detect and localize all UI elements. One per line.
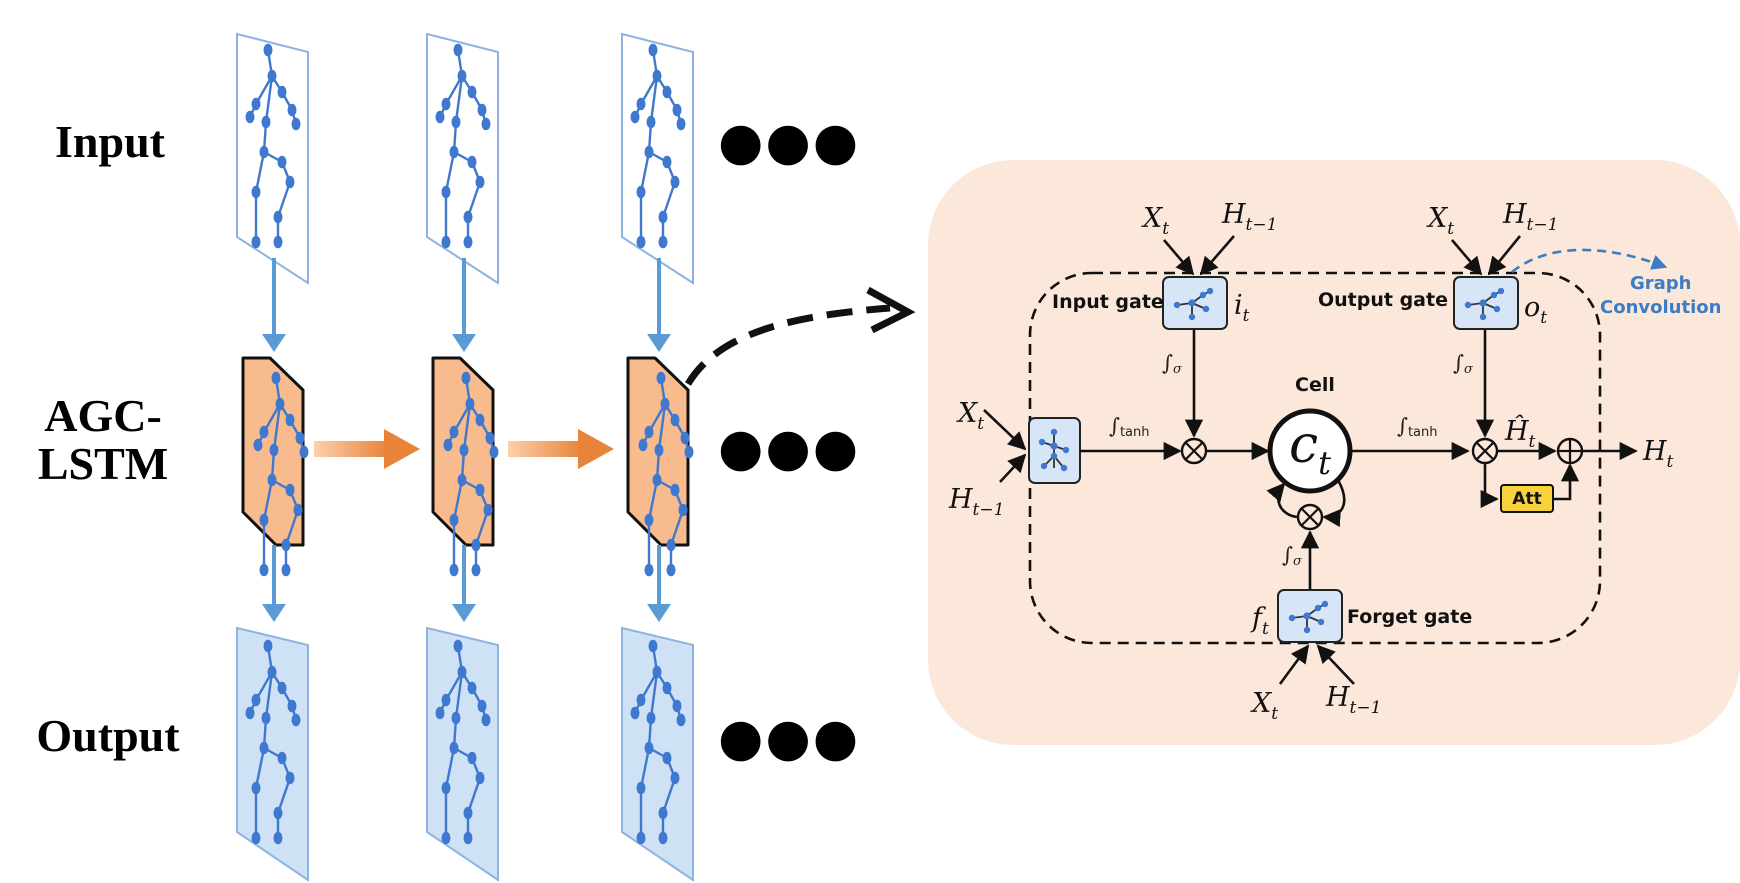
graph-convolution-label: Graph Convolution — [1600, 272, 1721, 321]
xt-to-output-gate — [1451, 239, 1483, 276]
recurrent-arrowhead-1 — [384, 429, 420, 469]
row-label-lstm-line: LSTM — [37, 438, 169, 490]
row-label-output: Output — [36, 710, 180, 761]
forget-multiply-cross-b — [1301, 508, 1319, 526]
output-multiply-cross-b — [1476, 442, 1494, 460]
xt-to-input-gate — [1163, 239, 1195, 276]
recurrent-arrow-shaft-2 — [508, 441, 582, 457]
ft-symbol: ft — [1252, 603, 1269, 639]
column-2 — [426, 32, 499, 882]
hprev-to-input-gate — [1199, 235, 1235, 276]
arrowhead-input-to-cell-2 — [452, 334, 476, 352]
graph-convolution-line2: Convolution — [1600, 297, 1722, 319]
forget-gate-label: Forget gate — [1347, 606, 1473, 628]
arrowhead-cell-to-output-3 — [647, 604, 671, 622]
input-frame-3 — [621, 32, 694, 285]
sigma-forget-gate: ∫σ — [1282, 543, 1302, 569]
output-continuation-dots: ●●● — [718, 708, 861, 768]
input-multiply-cross-b — [1185, 442, 1203, 460]
xt-to-forget-gate — [1278, 644, 1310, 685]
ot-symbol: ot — [1524, 292, 1548, 328]
cell-title-label: Cell — [1295, 374, 1335, 396]
arrowhead-cell-to-output-2 — [452, 604, 476, 622]
recurrent-arrowhead-2 — [578, 429, 614, 469]
xt-output-gate: Xt — [1428, 203, 1455, 239]
attention-label: Att — [1512, 488, 1542, 509]
hprev-input-gate: Ht−1 — [1222, 199, 1278, 235]
xt-forget-input: Xt — [1252, 688, 1279, 724]
attention-block: Att — [1500, 484, 1554, 513]
attention-to-add — [1554, 463, 1580, 501]
zoom-dashed-arrow — [684, 304, 891, 386]
input-gate-label: Input gate — [1052, 291, 1164, 313]
graph-convolution-line1: Graph — [1629, 273, 1692, 294]
arrowhead-input-to-cell-3 — [647, 334, 671, 352]
xt-to-input-conv — [983, 409, 1027, 451]
input-continuation-dots: ●●● — [718, 112, 861, 172]
arrowhead-cell-to-output-1 — [262, 604, 286, 622]
it-symbol: it — [1234, 290, 1250, 326]
tanh-input: ∫tanh — [1109, 414, 1150, 440]
hprev-output-gate: Ht−1 — [1503, 199, 1559, 235]
row-label-input: Input — [55, 116, 165, 167]
input-frame-2 — [426, 32, 499, 285]
hprev-forget-input: Ht−1 — [1326, 682, 1382, 718]
graph-convolution-pointer — [1511, 248, 1668, 274]
hprev-to-forget-gate — [1316, 644, 1355, 685]
sigma-input-gate: ∫σ — [1162, 351, 1182, 377]
row-label-agc-line: AGC- — [44, 390, 162, 441]
hprev-left-input: Ht−1 — [949, 484, 1005, 520]
tanh-output: ∫tanh — [1397, 414, 1438, 440]
cell-continuation-dots: ●●● — [718, 418, 861, 478]
cell-to-forget-loop — [1322, 479, 1346, 528]
recurrent-arrow-shaft-1 — [314, 441, 388, 457]
forget-loop-to-cell — [1266, 482, 1298, 519]
output-gate-label: Output gate — [1318, 289, 1448, 311]
column-3 — [621, 32, 694, 882]
xt-input-gate: Xt — [1143, 203, 1170, 239]
ct-symbol: ct — [1289, 415, 1331, 482]
forget-multiply-node — [1296, 503, 1324, 531]
xt-left-input: Xt — [958, 398, 985, 434]
column-1 — [236, 32, 309, 882]
output-to-attention — [1480, 463, 1499, 509]
hprev-to-input-conv — [999, 453, 1027, 483]
zoom-arrowhead — [866, 286, 916, 334]
ht-output-symbol: Ht — [1643, 436, 1674, 472]
sigma-output-gate: ∫σ — [1453, 351, 1473, 377]
input-frame-1 — [236, 32, 309, 285]
row-label-agc-lstm: AGC- LSTM — [28, 390, 178, 490]
recurrent-arrows — [314, 429, 614, 469]
hprev-to-output-gate — [1487, 235, 1522, 276]
h-tilde-symbol: Ĥt — [1505, 416, 1536, 452]
arrowhead-input-to-cell-1 — [262, 334, 286, 352]
